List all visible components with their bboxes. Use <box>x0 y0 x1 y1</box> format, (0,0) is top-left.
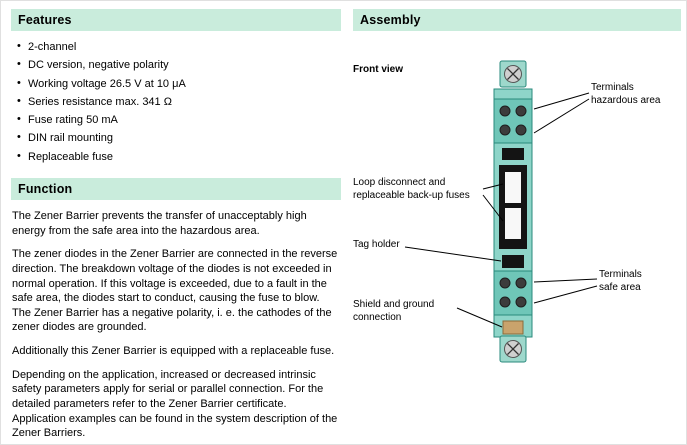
callout-tag-holder: Tag holder <box>353 239 400 250</box>
left-column: Features 2-channel DC version, negative p… <box>11 9 341 441</box>
fuse-block <box>499 165 527 249</box>
feature-item: Working voltage 26.5 V at 10 μA <box>15 76 341 91</box>
function-header: Function <box>11 178 341 201</box>
function-paragraph: Depending on the application, increased … <box>12 368 338 440</box>
feature-item: DIN rail mounting <box>15 130 341 145</box>
feature-item: Fuse rating 50 mA <box>15 112 341 127</box>
assembly-column: Assembly <box>353 9 681 441</box>
function-paragraph: Additionally this Zener Barrier is equip… <box>12 345 335 358</box>
features-header: Features <box>11 9 341 31</box>
assembly-diagram <box>404 60 598 363</box>
function-paragraphs: The Zener Barrier prevents the transfer … <box>11 209 341 441</box>
tag-holder-window <box>502 255 524 268</box>
callout-terminals-safe: Terminals safe area <box>599 269 642 294</box>
callout-terminals-hazardous: Terminals hazardous area <box>591 82 661 107</box>
front-view-label: Front view <box>353 64 404 75</box>
feature-item: 2-channel <box>15 39 341 54</box>
callout-leader-lines <box>404 92 598 328</box>
shield-ground-element <box>502 320 524 335</box>
din-mount-bottom <box>499 335 527 363</box>
feature-item: Replaceable fuse <box>15 149 341 164</box>
callout-shield-ground: Shield and ground connection <box>353 299 435 324</box>
terminals-safe-block <box>493 270 533 316</box>
features-list: 2-channel DC version, negative polarityWo… <box>15 39 341 164</box>
feature-item: DC version, negative polarity <box>15 57 341 72</box>
label-window <box>502 148 524 160</box>
function-paragraph: The zener diodes in the Zener Barrier ar… <box>12 248 338 334</box>
callout-loop-disconnect: Loop disconnect and replaceable back-up … <box>353 177 470 202</box>
terminals-hazardous-block <box>493 98 533 144</box>
din-mount-top <box>499 60 527 88</box>
function-paragraph: The Zener Barrier prevents the transfer … <box>12 210 307 237</box>
feature-item: Series resistance max. 341 Ω <box>15 94 341 109</box>
assembly-header: Assembly <box>353 9 681 31</box>
